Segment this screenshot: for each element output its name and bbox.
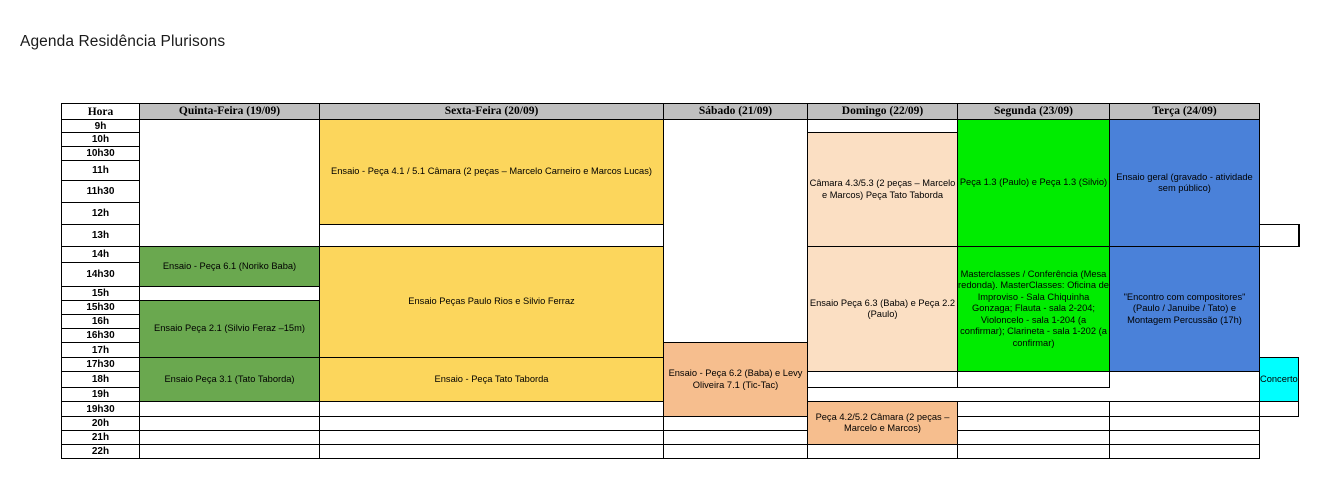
cell-segunda-13h <box>1259 224 1299 247</box>
column-header-hora: Hora <box>61 103 140 120</box>
cell-quinta-21h <box>139 430 320 445</box>
cell-sabado-morning <box>663 119 808 343</box>
time-label: 9h <box>61 119 140 133</box>
time-label: 22h <box>61 444 140 459</box>
cell-segunda-21h <box>957 430 1110 445</box>
event-terca-ensaio-geral[interactable]: Ensaio geral (gravado - atividade sem pú… <box>1109 119 1260 247</box>
table-row: 17h Ensaio - Peça 6.2 (Baba) e Levy Oliv… <box>61 342 1300 417</box>
table-row: 11h <box>61 160 1300 181</box>
time-label: 16h <box>61 314 140 329</box>
page-title: Agenda Residência Plurisons <box>20 33 226 50</box>
cell-domingo-20h <box>663 416 808 431</box>
table-row: 15h30 Ensaio Peça 2.1 (Silvio Feraz –15m… <box>61 300 1300 358</box>
cell-domingo-22h <box>807 444 958 459</box>
time-label: 18h <box>61 371 140 388</box>
time-label: 11h30 <box>61 180 140 203</box>
cell-terca-20h <box>1109 416 1260 431</box>
table-row: 15h <box>61 286 1300 301</box>
event-quinta-peca-61[interactable]: Ensaio - Peça 6.1 (Noriko Baba) <box>139 246 320 287</box>
cell-terca-21h <box>1109 430 1260 445</box>
table-row: 20h <box>61 416 1300 431</box>
table-row: 10h30 <box>61 146 1300 161</box>
cell-quinta-22h <box>139 444 320 459</box>
event-domingo-camara-43-53[interactable]: Câmara 4.3/5.3 (2 peças – Marcelo e Marc… <box>807 132 958 247</box>
time-label: 19h <box>61 387 140 402</box>
table-row: 16h <box>61 314 1300 329</box>
table-row: 14h Ensaio - Peça 6.1 (Noriko Baba) Ensa… <box>61 246 1300 372</box>
time-label: 20h <box>61 416 140 431</box>
event-sexta-camara-41-51[interactable]: Ensaio - Peça 4.1 / 5.1 Câmara (2 peças … <box>319 119 664 225</box>
time-label: 14h <box>61 246 140 263</box>
time-label: 10h30 <box>61 146 140 161</box>
cell-sexta-22h <box>319 444 664 459</box>
table-row: 21h <box>61 430 1300 445</box>
time-label: 15h30 <box>61 300 140 315</box>
column-header-sexta: Sexta-Feira (20/09) <box>319 103 664 120</box>
cell-sexta-13h <box>319 224 664 247</box>
table-row: 18h <box>61 371 1300 388</box>
cell-terca-13h <box>1297 224 1300 247</box>
table-row: 17h30 Ensaio Peça 3.1 (Tato Taborda) Ens… <box>61 357 1300 402</box>
cell-sexta-21h <box>319 430 664 445</box>
cell-segunda-18h <box>957 371 1110 388</box>
event-segunda-peca-13[interactable]: Peça 1.3 (Paulo) e Peça 1.3 (Silvio) <box>957 119 1110 247</box>
table-row: 19h30 Peça 4.2/5.2 Câmara (2 peças – Mar… <box>61 401 1300 445</box>
cell-domingo-19h30 <box>957 401 1110 417</box>
event-sabado-peca-42-52[interactable]: Peça 4.2/5.2 Câmara (2 peças – Marcelo e… <box>807 401 958 445</box>
cell-quinta-19h30 <box>139 401 320 417</box>
time-label: 17h30 <box>61 357 140 372</box>
table-header-row: Hora Quinta-Feira (19/09) Sexta-Feira (2… <box>61 103 1300 120</box>
event-segunda-masterclasses[interactable]: Masterclasses / Conferência (Mesa redond… <box>957 246 1110 372</box>
table-row: 9h Ensaio - Peça 4.1 / 5.1 Câmara (2 peç… <box>61 119 1300 343</box>
event-sabado-peca-62[interactable]: Ensaio - Peça 6.2 (Baba) e Levy Oliveira… <box>663 342 808 417</box>
time-label: 21h <box>61 430 140 445</box>
event-quinta-peca-31[interactable]: Ensaio Peça 3.1 (Tato Taborda) <box>139 357 320 402</box>
cell-sexta-20h <box>319 416 664 431</box>
event-terca-encontro-compositores[interactable]: "Encontro com compositores" (Paulo / Jan… <box>1109 246 1260 372</box>
event-terca-concerto[interactable]: Concerto <box>1259 357 1299 402</box>
cell-domingo-18h <box>807 371 958 388</box>
time-label: 13h <box>61 224 140 247</box>
table-row: 13h <box>61 224 1300 247</box>
cell-segunda-20h <box>957 416 1110 431</box>
time-label: 17h <box>61 342 140 358</box>
table-row: 11h30 <box>61 180 1300 203</box>
time-label: 16h30 <box>61 328 140 343</box>
cell-quinta-15h <box>139 286 320 301</box>
event-quinta-peca-21[interactable]: Ensaio Peça 2.1 (Silvio Feraz –15m) <box>139 300 320 358</box>
table-row: 22h <box>61 444 1300 459</box>
cell-quinta-morning <box>139 119 320 247</box>
table-row: 10h Câmara 4.3/5.3 (2 peças – Marcelo e … <box>61 132 1300 247</box>
time-label: 11h <box>61 160 140 181</box>
time-label: 12h <box>61 202 140 225</box>
column-header-domingo: Domingo (22/09) <box>807 103 958 120</box>
column-header-quinta: Quinta-Feira (19/09) <box>139 103 320 120</box>
cell-quinta-20h <box>139 416 320 431</box>
event-sexta-pecas-paulo-silvio[interactable]: Ensaio Peças Paulo Rios e Silvio Ferraz <box>319 246 664 358</box>
column-header-sabado: Sábado (21/09) <box>663 103 808 120</box>
event-domingo-peca-63[interactable]: Ensaio Peça 6.3 (Baba) e Peça 2.2 (Paulo… <box>807 246 958 372</box>
event-sexta-peca-tato[interactable]: Ensaio - Peça Tato Taborda <box>319 357 664 402</box>
cell-segunda-22h <box>957 444 1110 459</box>
cell-segunda-19h30 <box>1109 401 1260 417</box>
schedule-table: Hora Quinta-Feira (19/09) Sexta-Feira (2… <box>61 103 1300 459</box>
cell-domingo-21h <box>663 430 808 445</box>
cell-domingo-9h <box>807 119 958 133</box>
time-label: 19h30 <box>61 401 140 417</box>
time-label: 14h30 <box>61 262 140 287</box>
table-row: 19h <box>61 387 1300 402</box>
cell-sexta-19h30 <box>319 401 664 417</box>
table-row: 14h30 <box>61 262 1300 287</box>
table-row: 16h30 <box>61 328 1300 343</box>
column-header-terca: Terça (24/09) <box>1109 103 1260 120</box>
cell-sabado-22h <box>663 444 808 459</box>
cell-terca-22h <box>1109 444 1260 459</box>
time-label: 15h <box>61 286 140 301</box>
column-header-segunda: Segunda (23/09) <box>957 103 1110 120</box>
cell-terca-19h30 <box>1259 401 1299 417</box>
time-label: 10h <box>61 132 140 147</box>
